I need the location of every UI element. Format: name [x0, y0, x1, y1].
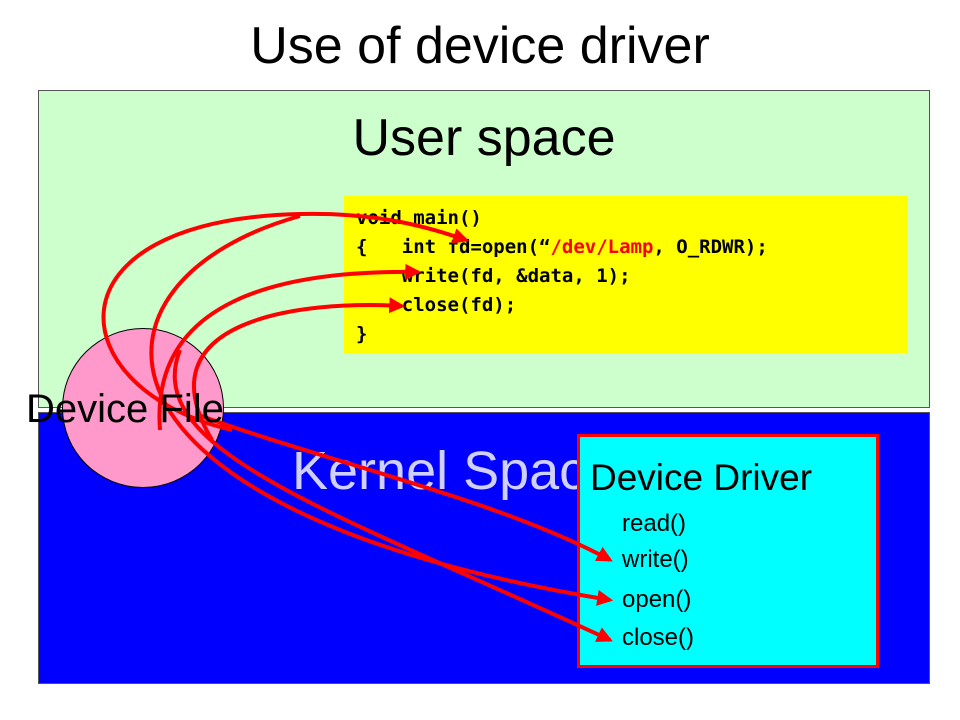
code-line: { int fd=open(“/dev/Lamp, O_RDWR); — [356, 233, 895, 262]
driver-function-read: read() — [622, 510, 687, 537]
driver-function-close: close() — [622, 624, 695, 651]
user-space-label: User space — [352, 109, 616, 167]
driver-function-open: open() — [622, 586, 692, 613]
code-line: write(fd, &data, 1); — [356, 262, 895, 291]
device-file-label: Device File — [26, 387, 224, 431]
code-line: void main() — [356, 204, 895, 233]
slide-title: Use of device driver — [250, 17, 710, 75]
driver-function-write: write() — [622, 546, 689, 573]
code-text: void main() — [356, 207, 482, 229]
code-text: , O_RDWR); — [653, 236, 768, 258]
code-device-path: /dev/Lamp — [550, 236, 654, 258]
device-driver-title: Device Driver — [590, 457, 813, 498]
device-driver-box — [577, 434, 879, 668]
code-line: } — [356, 320, 895, 349]
code-line: close(fd); — [356, 291, 895, 320]
code-block: void main() { int fd=open(“/dev/Lamp, O_… — [344, 196, 907, 353]
code-text: write(fd, &data, 1); — [356, 265, 631, 287]
code-text: } — [356, 323, 368, 345]
code-text: { int fd=open(“ — [356, 236, 551, 258]
kernel-space-label: Kernel Space — [292, 441, 617, 501]
code-text: close(fd); — [356, 294, 517, 316]
